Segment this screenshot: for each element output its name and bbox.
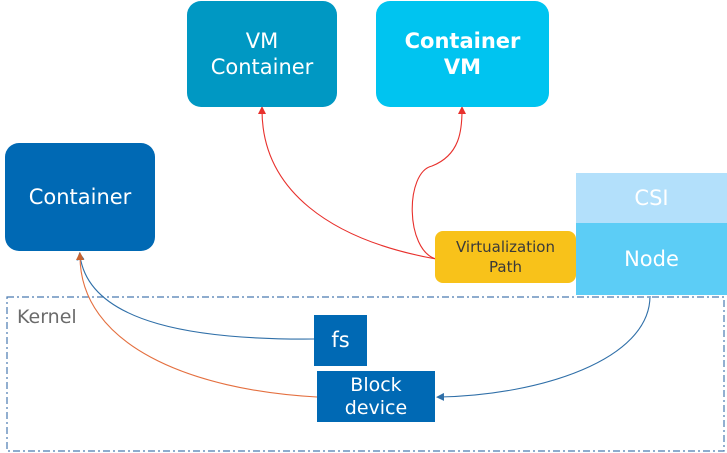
container-vm-line2: VM xyxy=(443,55,482,79)
csi-label: CSI xyxy=(634,185,669,210)
vm-container-box: VM Container xyxy=(187,1,337,107)
virtualization-path-box: Virtualization Path xyxy=(435,231,576,283)
container-vm-line1: Container xyxy=(404,28,521,53)
kernel-boundary xyxy=(6,296,725,452)
block-device-box: Block device xyxy=(317,371,435,422)
vm-container-line1: VM xyxy=(245,28,279,53)
kernel-label: Kernel xyxy=(17,306,77,328)
block-device-line1: Block xyxy=(350,373,402,396)
fs-box: fs xyxy=(314,315,367,366)
node-box: Node xyxy=(576,223,727,295)
virtualization-path-line1: Virtualization xyxy=(456,237,555,256)
container-label: Container xyxy=(28,184,132,209)
fs-label: fs xyxy=(331,328,350,353)
block-device-line2: device xyxy=(344,396,408,419)
orange-arrow-block-to-container xyxy=(76,252,318,398)
container-vm-box: Container VM xyxy=(376,1,549,107)
red-arrow-to-container-vm xyxy=(411,106,466,260)
virtualization-path-line2: Path xyxy=(489,258,522,276)
blue-arrow-node-to-block xyxy=(436,295,651,401)
blue-arrow-fs-to-container xyxy=(76,252,315,340)
csi-box: CSI xyxy=(576,173,727,223)
vm-container-line2: Container xyxy=(210,55,314,79)
node-label: Node xyxy=(624,246,679,271)
red-arrow-to-vm-container xyxy=(258,106,437,260)
container-box: Container xyxy=(5,143,155,251)
